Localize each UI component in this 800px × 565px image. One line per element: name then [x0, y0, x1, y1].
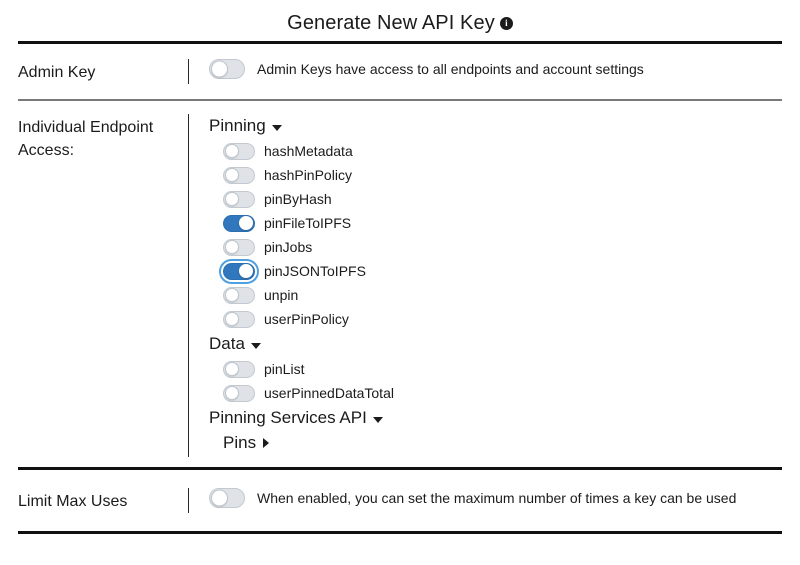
subgroup-label: Pins [223, 433, 257, 453]
endpoint-label: pinList [264, 361, 305, 378]
endpoint-label: unpin [264, 287, 299, 304]
list-item[interactable]: userPinnedDataTotal [209, 381, 782, 405]
endpoint-label: hashPinPolicy [264, 167, 352, 184]
focus-ring [219, 258, 259, 284]
group-header-data[interactable]: Data [209, 332, 782, 357]
column-divider [188, 488, 189, 514]
endpoint-label: pinJobs [264, 239, 313, 256]
endpoint-toggle[interactable] [223, 262, 255, 280]
endpoint-access-label: Individual Endpoint Access: [18, 119, 154, 160]
endpoint-toggle[interactable] [223, 190, 255, 208]
limit-max-uses-row: Limit Max Uses When enabled, you can set… [0, 470, 800, 531]
endpoint-label: pinByHash [264, 191, 332, 208]
endpoint-label: pinJSONToIPFS [264, 263, 366, 280]
list-item[interactable]: pinByHash [209, 187, 782, 211]
divider-admin-endpoints [18, 99, 782, 102]
endpoint-group-data: Data pinList userPinnedDataTotal [209, 332, 782, 405]
endpoint-toggle[interactable] [223, 142, 255, 160]
divider-bottom [18, 531, 782, 535]
endpoint-toggle[interactable] [223, 310, 255, 328]
list-item[interactable]: pinFileToIPFS [209, 211, 782, 235]
toggle-knob [239, 264, 253, 279]
limit-max-uses-description: When enabled, you can set the maximum nu… [257, 490, 737, 507]
endpoint-list-data: pinList userPinnedDataTotal [209, 357, 782, 405]
endpoint-label: hashMetadata [264, 143, 353, 160]
group-label: Pinning [209, 116, 266, 136]
list-item[interactable]: userPinPolicy [209, 307, 782, 331]
endpoint-toggle[interactable] [223, 238, 255, 256]
limit-max-uses-toggle[interactable] [209, 488, 245, 509]
endpoint-group-pinning-services-api: Pinning Services API Pins [209, 406, 782, 456]
chevron-down-icon[interactable] [250, 342, 261, 349]
list-item[interactable]: hashMetadata [209, 139, 782, 163]
list-item[interactable]: pinList [209, 357, 782, 381]
endpoint-group-pinning: Pinning hashMetadata hashPinPolicy pinBy… [209, 114, 782, 331]
endpoint-toggle[interactable] [223, 360, 255, 378]
list-item[interactable]: unpin [209, 283, 782, 307]
toggle-knob [225, 192, 239, 207]
admin-key-row: Admin Key Admin Keys have access to all … [0, 44, 800, 99]
endpoint-toggle[interactable] [223, 166, 255, 184]
group-header-pinning-services-api[interactable]: Pinning Services API [209, 406, 782, 431]
toggle-knob [225, 312, 239, 327]
list-item[interactable]: hashPinPolicy [209, 163, 782, 187]
endpoint-label: userPinPolicy [264, 311, 349, 328]
toggle-knob [225, 362, 239, 377]
toggle-knob [225, 168, 239, 183]
endpoint-toggle[interactable] [223, 214, 255, 232]
column-divider [188, 114, 189, 458]
group-label: Data [209, 334, 245, 354]
group-label: Pinning Services API [209, 408, 367, 428]
admin-key-description: Admin Keys have access to all endpoints … [257, 61, 644, 77]
toggle-knob [211, 489, 228, 507]
admin-key-toggle[interactable] [209, 59, 245, 79]
panel-header: Generate New API Key i [0, 0, 800, 41]
admin-key-label: Admin Key [18, 64, 96, 81]
endpoint-label: userPinnedDataTotal [264, 385, 394, 402]
chevron-down-icon[interactable] [271, 124, 282, 131]
list-item[interactable]: pinJobs [209, 235, 782, 259]
divider-top [18, 41, 782, 44]
toggle-knob [239, 216, 253, 231]
toggle-knob [211, 60, 228, 78]
list-item[interactable]: pinJSONToIPFS [209, 258, 782, 284]
endpoint-label: pinFileToIPFS [264, 215, 352, 232]
toggle-knob [225, 288, 239, 303]
chevron-right-icon[interactable] [263, 438, 270, 449]
page-title: Generate New API Key [287, 12, 495, 34]
info-icon[interactable]: i [499, 17, 513, 30]
toggle-knob [225, 386, 239, 401]
divider-endpoints-limit [18, 467, 782, 471]
toggle-knob [225, 144, 239, 159]
toggle-knob [225, 240, 239, 255]
column-divider [188, 59, 189, 85]
endpoint-toggle[interactable] [223, 384, 255, 402]
group-header-pinning[interactable]: Pinning [209, 114, 782, 139]
endpoint-toggle[interactable] [223, 286, 255, 304]
endpoint-access-row: Individual Endpoint Access: Pinning hash… [0, 101, 800, 467]
endpoint-list-pinning: hashMetadata hashPinPolicy pinByHash pin… [209, 139, 782, 331]
chevron-down-icon[interactable] [372, 416, 383, 423]
endpoint-tree: Pinning hashMetadata hashPinPolicy pinBy… [209, 114, 782, 457]
subgroup-header-pins[interactable]: Pins [223, 431, 782, 456]
limit-max-uses-label: Limit Max Uses [18, 493, 128, 511]
